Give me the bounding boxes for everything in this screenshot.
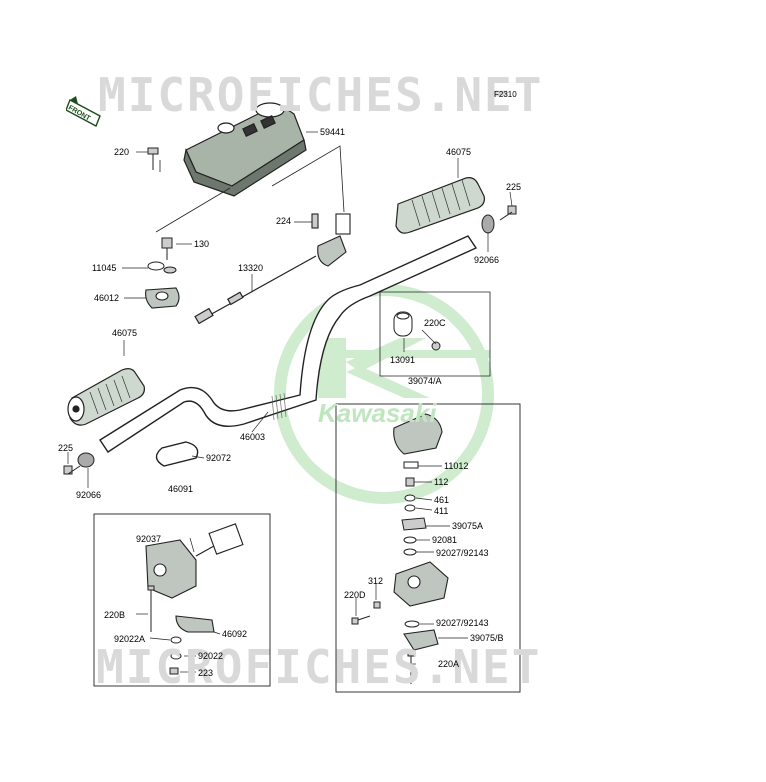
kawasaki-k-mark — [318, 338, 490, 398]
end-cap-92066-right — [481, 214, 495, 234]
brand-watermark: Kawasaki — [318, 398, 437, 428]
label-46091: 46091 — [168, 484, 194, 494]
bolt-220d — [351, 615, 371, 625]
switch-housing-46091 — [145, 523, 244, 599]
throttle-housing-224 — [311, 213, 351, 267]
washers-461-411 — [404, 494, 416, 512]
spring-92081 — [403, 536, 417, 556]
bolt-220b — [147, 585, 155, 632]
watermark-top: MICROFICHES.NET — [98, 68, 544, 122]
label-223: 223 — [198, 668, 214, 678]
switch-box-39074a — [335, 403, 521, 693]
label-224: 224 — [276, 216, 292, 226]
label-220b: 220B — [104, 610, 126, 620]
label-461: 461 — [434, 495, 450, 505]
label-39075b: 39075/B — [470, 633, 504, 643]
plunger-112 — [405, 477, 415, 487]
lever-46092 — [175, 615, 215, 633]
figure-code: F2310 — [494, 90, 517, 99]
label-220a: 220A — [438, 659, 460, 669]
label-92081: 92081 — [432, 535, 458, 545]
label-59441: 59441 — [320, 127, 346, 137]
screw-223 — [169, 667, 179, 675]
label-92066-right: 92066 — [474, 255, 500, 265]
band-92072 — [155, 441, 199, 467]
label-220c: 220C — [424, 318, 446, 328]
label-11045: 11045 — [92, 263, 117, 273]
end-cap-92066-left — [77, 452, 95, 468]
label-92072: 92072 — [206, 453, 232, 463]
label-220d: 220D — [344, 590, 366, 600]
label-46092: 46092 — [222, 629, 248, 639]
label-92022: 92022 — [198, 651, 224, 661]
label-225-left: 225 — [58, 443, 74, 453]
cable-13320 — [194, 255, 317, 325]
front-arrow-icon — [66, 96, 101, 127]
grip-left-46075 — [67, 368, 145, 426]
label-220-top: 220 — [114, 147, 130, 157]
screw-312 — [373, 601, 381, 609]
bolt-220 — [147, 147, 159, 170]
clamp-46012 — [145, 287, 180, 309]
plate-39075a — [401, 517, 427, 531]
label-13320: 13320 — [238, 263, 264, 273]
washer-92027-b — [404, 620, 420, 628]
label-11012: 11012 — [444, 461, 469, 471]
label-92027-92143-b: 92027/92143 — [436, 618, 489, 628]
handlebar-46003 — [99, 235, 478, 453]
screw-220c — [431, 341, 441, 351]
switch-cover-39074a — [393, 413, 443, 455]
label-46075-left: 46075 — [112, 328, 138, 338]
label-411: 411 — [434, 506, 449, 516]
switch-box-46091 — [93, 513, 271, 687]
label-39074a: 39074/A — [408, 376, 442, 386]
label-13091: 13091 — [390, 355, 416, 365]
washers-92022 — [170, 636, 182, 660]
bolt-220a — [407, 651, 415, 684]
label-92037: 92037 — [136, 534, 162, 544]
label-46003: 46003 — [240, 432, 266, 442]
label-92022a: 92022A — [114, 634, 146, 644]
label-130: 130 — [194, 239, 210, 249]
label-46075-right: 46075 — [446, 147, 472, 157]
bolt-225-right — [499, 205, 517, 221]
bolt-225-left — [63, 465, 81, 475]
label-312: 312 — [368, 576, 384, 586]
label-39075a: 39075A — [452, 521, 484, 531]
sleeve-13091 — [393, 311, 413, 337]
holder-130-11045 — [147, 237, 177, 274]
watermark-bottom: MICROFICHES.NET — [96, 640, 542, 694]
label-112: 112 — [434, 477, 449, 487]
switch-housing-39074a — [393, 561, 449, 607]
label-225-right: 225 — [506, 182, 522, 192]
label-92066-left: 92066 — [76, 490, 102, 500]
detail-box-13091 — [379, 291, 491, 377]
label-46012: 46012 — [94, 293, 120, 303]
handlebar-cover-59441 — [183, 102, 307, 197]
spring-11012 — [403, 461, 419, 469]
lever-39075b — [403, 629, 439, 651]
grip-right-46075 — [395, 177, 485, 234]
label-92027-92143-a: 92027/92143 — [436, 548, 489, 558]
